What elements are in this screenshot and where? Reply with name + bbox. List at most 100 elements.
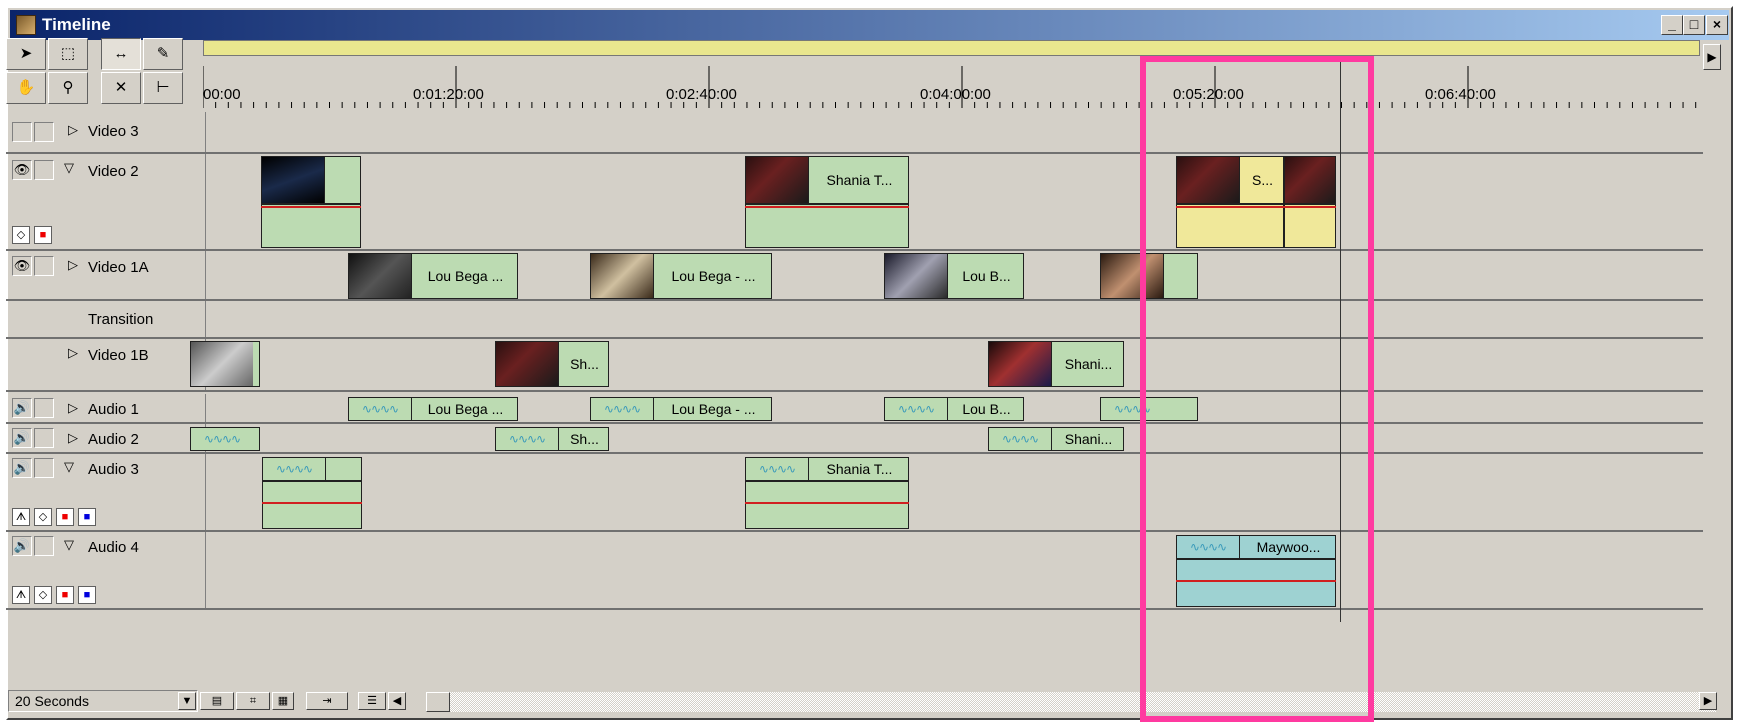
- opacity-line[interactable]: [1176, 206, 1336, 208]
- scroll-right-arrow-icon[interactable]: ▶: [1699, 692, 1717, 710]
- eye-icon[interactable]: 👁: [12, 256, 32, 276]
- speaker-icon[interactable]: 🔊: [12, 428, 32, 448]
- keyframe-icon[interactable]: ◇: [12, 226, 30, 244]
- razor-tool-icon[interactable]: ✎: [143, 38, 183, 70]
- video-clip[interactable]: [190, 341, 260, 387]
- track-audio3[interactable]: 🔊 ▽ Audio 3 ᗑ ◇ ■ ■ ∿∿∿∿ ∿∿∿∿Shania T...: [6, 454, 1703, 532]
- clip-opacity-track[interactable]: [1284, 204, 1336, 248]
- audio-clip[interactable]: ∿∿∿∿Lou Bega - ...: [590, 397, 772, 421]
- lock-toggle[interactable]: [34, 398, 54, 418]
- track-format-icon[interactable]: ▤: [200, 692, 234, 710]
- clip-opacity-track[interactable]: [1176, 204, 1284, 248]
- expand-triangle-icon[interactable]: ▷: [68, 400, 78, 415]
- scroll-left-arrow-icon[interactable]: ◀: [388, 692, 406, 710]
- scroll-right-arrow-icon[interactable]: ▶: [1703, 44, 1721, 70]
- expand-triangle-icon[interactable]: ▷: [68, 122, 78, 137]
- expand-triangle-icon[interactable]: ▷: [68, 430, 78, 445]
- pan-rubberband-icon[interactable]: ■: [78, 586, 96, 604]
- lock-toggle[interactable]: [34, 536, 54, 556]
- video-clip[interactable]: Lou B...: [884, 253, 1024, 299]
- maximize-button[interactable]: □: [1683, 15, 1705, 35]
- track-audio2[interactable]: 🔊 ▷ Audio 2 ∿∿∿∿ ∿∿∿∿Sh... ∿∿∿∿Shani...: [6, 424, 1703, 454]
- volume-line[interactable]: [262, 502, 362, 504]
- speaker-icon[interactable]: 🔊: [12, 536, 32, 556]
- hand-tool-icon[interactable]: ✋: [6, 72, 46, 104]
- track-audio1[interactable]: 🔊 ▷ Audio 1 ∿∿∿∿Lou Bega ... ∿∿∿∿Lou Beg…: [6, 394, 1703, 424]
- clip-volume-track[interactable]: [745, 481, 909, 529]
- video-clip[interactable]: [1284, 156, 1336, 204]
- audio-clip[interactable]: ∿∿∿∿Lou Bega ...: [348, 397, 518, 421]
- audio-clip[interactable]: ∿∿∿∿Shani...: [988, 427, 1124, 451]
- close-button[interactable]: ×: [1706, 15, 1728, 35]
- volume-line[interactable]: [1176, 580, 1336, 582]
- video-clip[interactable]: [1100, 253, 1198, 299]
- clip-opacity-track[interactable]: [261, 204, 361, 248]
- collapse-triangle-icon[interactable]: ▽: [64, 160, 74, 175]
- opacity-line[interactable]: [261, 206, 361, 208]
- video-clip[interactable]: Sh...: [495, 341, 609, 387]
- video-clip[interactable]: Lou Bega - ...: [590, 253, 772, 299]
- audio-clip[interactable]: ∿∿∿∿Sh...: [495, 427, 609, 451]
- video-clip[interactable]: Shani...: [988, 341, 1124, 387]
- track-video2[interactable]: 👁 ▽ Video 2 ◇ ■ Shania T... S...: [6, 154, 1703, 251]
- work-area-bar[interactable]: [203, 40, 1700, 56]
- lock-toggle[interactable]: [34, 428, 54, 448]
- lock-toggle[interactable]: [34, 122, 54, 142]
- lock-toggle[interactable]: [34, 160, 54, 180]
- audio-clip[interactable]: ∿∿∿∿Lou B...: [884, 397, 1024, 421]
- ripple-edit-tool-icon[interactable]: ↔: [101, 38, 141, 70]
- audio-clip[interactable]: ∿∿∿∿: [190, 427, 260, 451]
- scroll-thumb[interactable]: [426, 692, 450, 712]
- cross-fade-tool-icon[interactable]: ✕: [101, 72, 141, 104]
- edge-view-icon[interactable]: ⌗: [236, 692, 270, 710]
- speaker-icon[interactable]: 🔊: [12, 398, 32, 418]
- playhead-line[interactable]: [1340, 62, 1341, 622]
- collapse-triangle-icon[interactable]: ▽: [64, 459, 74, 474]
- track-audio4[interactable]: 🔊 ▽ Audio 4 ᗑ ◇ ■ ■ ∿∿∿∿Maywoo...: [6, 532, 1703, 610]
- volume-rubberband-icon[interactable]: ■: [56, 586, 74, 604]
- track-video1b[interactable]: ▷ Video 1B Sh... Shani...: [6, 339, 1703, 392]
- time-ruler[interactable]: 00:00 0:01:20:00 0:02:40:00 0:04:00:00 0…: [203, 62, 1700, 110]
- title-bar[interactable]: Timeline _ □ ×: [10, 10, 1729, 40]
- opacity-line[interactable]: [745, 206, 909, 208]
- track-video1a[interactable]: 👁 ▷ Video 1A Lou Bega ... Lou Bega - ...…: [6, 251, 1703, 301]
- audio-clip[interactable]: ∿∿∿∿Maywoo...: [1176, 535, 1336, 559]
- sync-mode-icon[interactable]: ⇥: [306, 692, 348, 710]
- audio-clip[interactable]: ∿∿∿∿: [1100, 397, 1198, 421]
- selection-tool-icon[interactable]: ➤: [6, 38, 46, 70]
- clip-opacity-track[interactable]: [745, 204, 909, 248]
- zoom-tool-icon[interactable]: ⚲: [48, 72, 88, 104]
- waveform-icon[interactable]: ᗑ: [12, 508, 30, 526]
- time-unit-dropdown-icon[interactable]: ▼: [178, 692, 196, 710]
- toggle-shift-tracks-icon[interactable]: ☰: [358, 692, 386, 710]
- audio-clip[interactable]: ∿∿∿∿Shania T...: [745, 457, 909, 481]
- speaker-icon[interactable]: 🔊: [12, 458, 32, 478]
- eye-toggle[interactable]: [12, 122, 32, 142]
- lock-toggle[interactable]: [34, 458, 54, 478]
- volume-rubberband-icon[interactable]: ■: [56, 508, 74, 526]
- video-clip[interactable]: S...: [1176, 156, 1284, 204]
- video-clip[interactable]: Lou Bega ...: [348, 253, 518, 299]
- clip-volume-track[interactable]: [1176, 559, 1336, 607]
- opacity-rubberband-icon[interactable]: ■: [34, 226, 52, 244]
- keyframe-icon[interactable]: ◇: [34, 586, 52, 604]
- volume-line[interactable]: [745, 502, 909, 504]
- video-clip[interactable]: [261, 156, 361, 204]
- waveform-icon[interactable]: ᗑ: [12, 586, 30, 604]
- track-transition[interactable]: Transition: [6, 301, 1703, 339]
- video-clip[interactable]: Shania T...: [745, 156, 909, 204]
- minimize-button[interactable]: _: [1661, 15, 1683, 35]
- range-select-tool-icon[interactable]: ⬚: [48, 38, 88, 70]
- expand-triangle-icon[interactable]: ▷: [68, 345, 78, 360]
- audio-clip[interactable]: ∿∿∿∿: [262, 457, 362, 481]
- in-out-point-tool-icon[interactable]: ⊢: [143, 72, 183, 104]
- eye-icon[interactable]: 👁: [12, 160, 32, 180]
- keyframe-icon[interactable]: ◇: [34, 508, 52, 526]
- pan-rubberband-icon[interactable]: ■: [78, 508, 96, 526]
- expand-triangle-icon[interactable]: ▷: [68, 257, 78, 272]
- collapse-triangle-icon[interactable]: ▽: [64, 537, 74, 552]
- clip-volume-track[interactable]: [262, 481, 362, 529]
- track-video3[interactable]: ▷ Video 3: [6, 112, 1703, 154]
- lock-toggle[interactable]: [34, 256, 54, 276]
- snap-edges-icon[interactable]: ▦: [272, 692, 294, 710]
